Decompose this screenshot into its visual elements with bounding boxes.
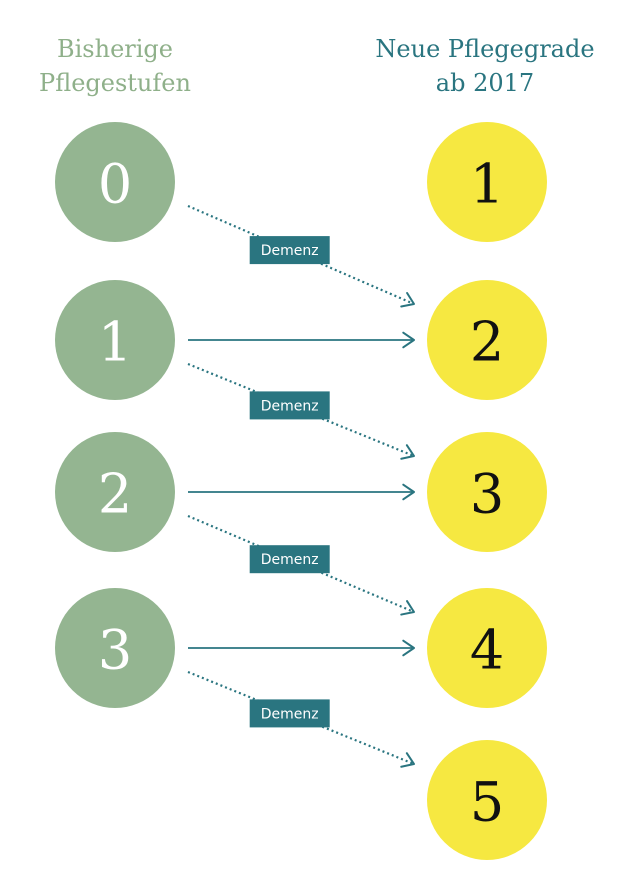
new-level-circle: [427, 122, 547, 242]
old-level-label: 2: [98, 463, 132, 526]
demenz-badge: Demenz: [249, 236, 330, 265]
demenz-badge: Demenz: [249, 391, 330, 420]
arrow-line: [187, 204, 415, 306]
new-level-label: 1: [470, 153, 504, 216]
old-level-circle: [55, 588, 175, 708]
new-level-label: 4: [470, 619, 504, 682]
new-level-circle: [427, 432, 547, 552]
header-new-line-2: ab 2017: [435, 69, 535, 97]
solid-arrow-1-to-2: [188, 331, 415, 349]
new-level-5: 5: [427, 740, 547, 860]
solid-arrow-2-to-3: [188, 483, 415, 501]
header-new-line-1: Neue Pflegegrade: [375, 35, 595, 63]
header-old-line-1: Bisherige: [56, 35, 173, 63]
new-level-1: 1: [427, 122, 547, 242]
demenz-badge-label: Demenz: [261, 398, 319, 414]
demenz-badge-bg: [249, 699, 330, 728]
new-level-2: 2: [427, 280, 547, 400]
old-level-label: 3: [98, 619, 132, 682]
old-level-circle: [55, 122, 175, 242]
circles-layer: 0 1 2 3 1 2 3 4 5: [55, 122, 547, 860]
arrow-line: [187, 362, 415, 458]
arrow-head: [402, 483, 415, 501]
solid-arrow-3-to-4: [188, 639, 415, 657]
old-level-label: 0: [98, 153, 132, 216]
header-old-levels: Bisherige Pflegestufen: [20, 32, 210, 100]
demenz-badge-label: Demenz: [261, 706, 319, 722]
header-old-line-2: Pflegestufen: [39, 69, 191, 97]
demenz-badge: Demenz: [249, 699, 330, 728]
demenz-badge-bg: [249, 236, 330, 265]
new-level-label: 5: [470, 771, 504, 834]
new-level-circle: [427, 280, 547, 400]
new-level-circle: [427, 588, 547, 708]
header-new-levels: Neue Pflegegrade ab 2017: [360, 32, 610, 100]
dotted-arrow-1-to-3: [187, 362, 415, 460]
new-level-4: 4: [427, 588, 547, 708]
dotted-arrow-0-to-2: [187, 204, 415, 308]
arrow-line: [187, 514, 415, 614]
new-level-circle: [427, 740, 547, 860]
dotted-arrow-3-to-5: [187, 670, 415, 768]
demenz-badge: Demenz: [249, 545, 330, 574]
arrow-head: [402, 639, 415, 657]
demenz-badge-label: Demenz: [261, 552, 319, 568]
old-level-label: 1: [98, 311, 132, 374]
new-level-3: 3: [427, 432, 547, 552]
arrow-head: [402, 331, 415, 349]
old-level-0: 0: [55, 122, 175, 242]
arrow-head: [400, 600, 415, 616]
demenz-badge-bg: [249, 391, 330, 420]
old-level-3: 3: [55, 588, 175, 708]
arrow-head: [400, 291, 415, 308]
arrow-head: [400, 444, 415, 460]
old-level-circle: [55, 280, 175, 400]
arrow-head: [400, 752, 415, 768]
demenz-badge-bg: [249, 545, 330, 574]
new-level-label: 2: [470, 311, 504, 374]
arrows-layer: [187, 204, 415, 768]
new-level-label: 3: [470, 463, 504, 526]
old-level-1: 1: [55, 280, 175, 400]
arrow-line: [187, 670, 415, 766]
dotted-arrow-2-to-4: [187, 514, 415, 616]
old-level-circle: [55, 432, 175, 552]
demenz-badge-label: Demenz: [261, 243, 319, 259]
old-level-2: 2: [55, 432, 175, 552]
